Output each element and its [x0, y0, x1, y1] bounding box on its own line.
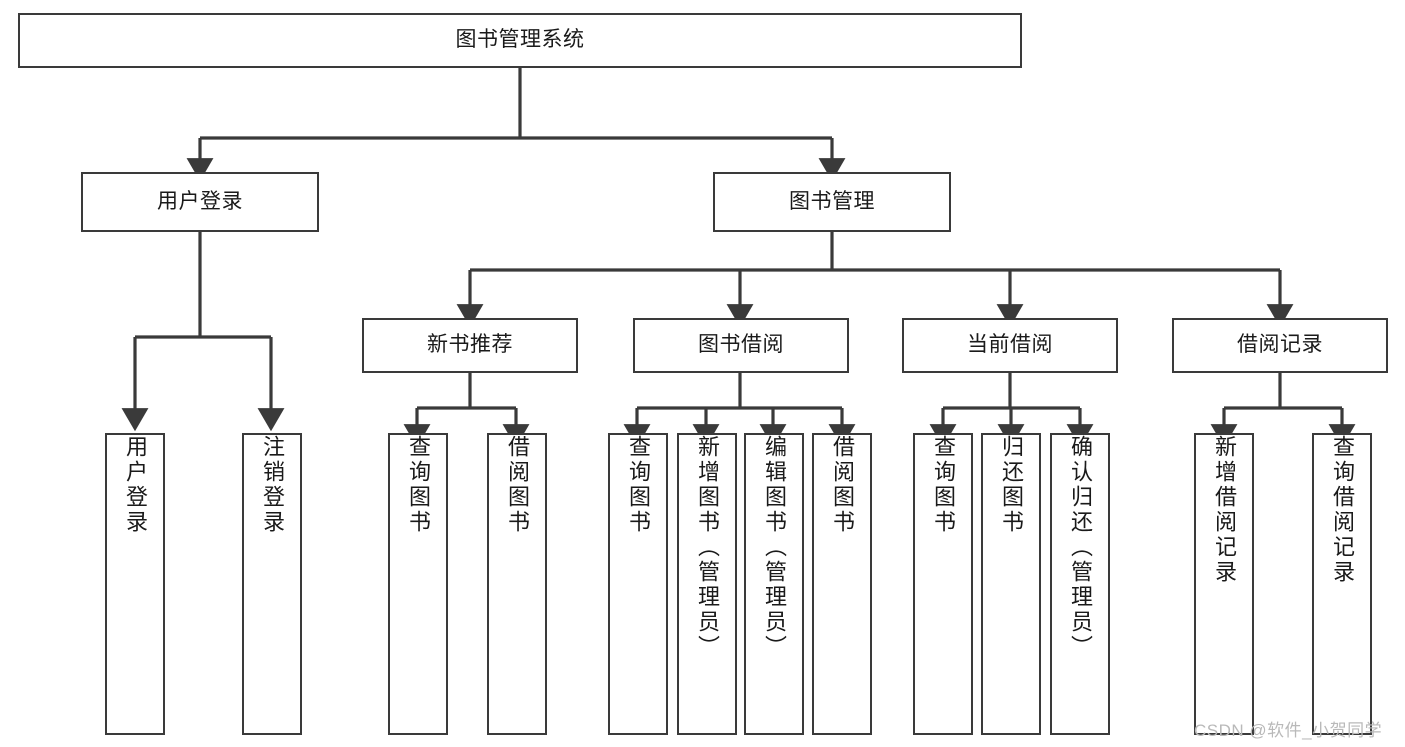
node-label: 借阅记录 — [1237, 333, 1323, 357]
leaf-records-query-record[interactable]: 查询借阅记录 — [1312, 433, 1372, 735]
node-label: 查询图书 — [626, 435, 651, 535]
node-label: 借阅图书 — [830, 435, 855, 535]
node-root-system[interactable]: 图书管理系统 — [18, 13, 1022, 68]
node-label: 查询借阅记录 — [1330, 435, 1355, 585]
node-label: 用户登录 — [123, 435, 148, 535]
node-new-book-recommend[interactable]: 新书推荐 — [362, 318, 578, 373]
leaf-logout[interactable]: 注销登录 — [242, 433, 302, 735]
leaf-current-confirm-return-admin[interactable]: 确认归还（管理员） — [1050, 433, 1110, 735]
node-book-borrow[interactable]: 图书借阅 — [633, 318, 849, 373]
node-book-management[interactable]: 图书管理 — [713, 172, 951, 232]
node-borrow-records[interactable]: 借阅记录 — [1172, 318, 1388, 373]
node-user-login[interactable]: 用户登录 — [81, 172, 319, 232]
node-label: 注销登录 — [260, 435, 285, 535]
leaf-current-query-books[interactable]: 查询图书 — [913, 433, 973, 735]
node-label: 新增借阅记录 — [1212, 435, 1237, 585]
node-label: 当前借阅 — [967, 333, 1053, 357]
leaf-borrow-edit-book-admin[interactable]: 编辑图书（管理员） — [744, 433, 804, 735]
node-label: 图书管理 — [789, 189, 875, 213]
leaf-borrow-add-book-admin[interactable]: 新增图书（管理员） — [677, 433, 737, 735]
node-label: 确认归还（管理员） — [1068, 435, 1093, 660]
node-label: 新增图书（管理员） — [695, 435, 720, 660]
node-label: 归还图书 — [999, 435, 1024, 535]
node-label: 图书借阅 — [698, 333, 784, 357]
node-label: 借阅图书 — [505, 435, 530, 535]
leaf-records-add-record[interactable]: 新增借阅记录 — [1194, 433, 1254, 735]
node-label: 用户登录 — [157, 189, 243, 213]
node-label: 新书推荐 — [427, 333, 513, 357]
node-label: 查询图书 — [406, 435, 431, 535]
leaf-borrow-borrow-books[interactable]: 借阅图书 — [812, 433, 872, 735]
csdn-watermark: CSDN @软件_小贺同学 — [1194, 721, 1383, 740]
leaf-newbook-borrow-books[interactable]: 借阅图书 — [487, 433, 547, 735]
node-label: 图书管理系统 — [455, 28, 585, 52]
node-label: 查询图书 — [931, 435, 956, 535]
leaf-newbook-query-books[interactable]: 查询图书 — [388, 433, 448, 735]
leaf-current-return-books[interactable]: 归还图书 — [981, 433, 1041, 735]
leaf-borrow-query-books[interactable]: 查询图书 — [608, 433, 668, 735]
leaf-user-login[interactable]: 用户登录 — [105, 433, 165, 735]
node-current-borrow[interactable]: 当前借阅 — [902, 318, 1118, 373]
node-label: 编辑图书（管理员） — [762, 435, 787, 660]
